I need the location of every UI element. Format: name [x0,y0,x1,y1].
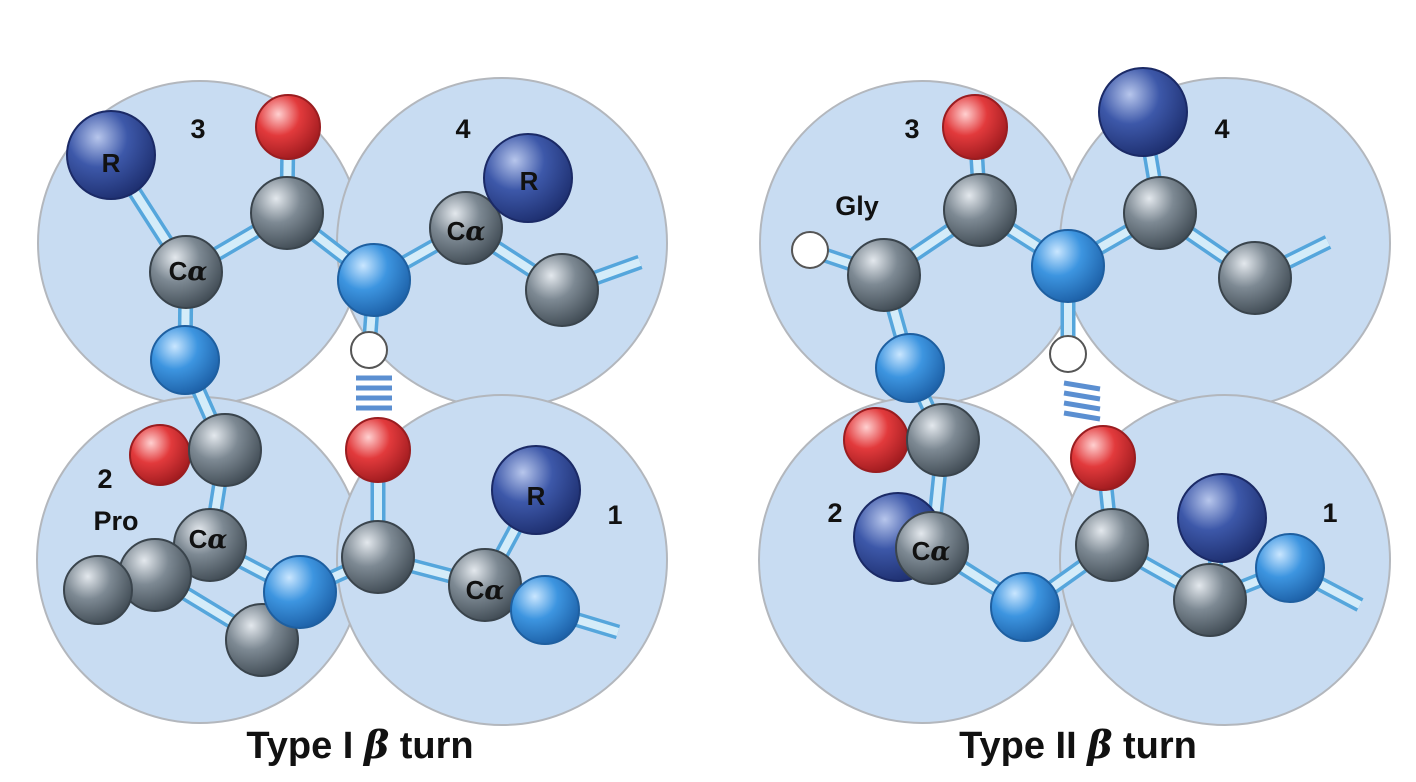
type-2-atom-c3 [943,173,1017,247]
type-2-atom-h0 [791,231,829,269]
residue-number-3: 3 [904,114,919,144]
type-2-hydrogen-bond-dash [1063,380,1101,392]
type-2-atom-ca3 [847,238,921,312]
type-2-atom-c2 [906,403,980,477]
side-chain-r-label-1: R [527,481,546,511]
residue-number-2: 2 [827,498,842,528]
type-2-atom-ca1 [1173,563,1247,637]
type-1-atom-c3 [250,176,324,250]
c-alpha-label-1: Cα [466,575,505,606]
type-1-atom-c2 [188,413,262,487]
type-2-atom-r4 [1098,67,1188,157]
type-1-atom-c4 [525,253,599,327]
type-1-atom-ca4 [429,191,503,265]
type-1-atom-o3 [255,94,321,160]
type-1-atom-r1 [491,445,581,535]
type-2-atom-o3 [942,94,1008,160]
c-alpha-label-4: Cα [447,216,486,247]
c-alpha-label-3: Cα [169,256,208,287]
residue-number-4: 4 [1214,114,1229,144]
type-2-atom-n2 [875,333,945,403]
type-1-atom-o1 [345,417,411,483]
type-2-atom-o1 [1070,425,1136,491]
type-1-atom-n1 [263,555,337,629]
side-chain-r-label-3: R [102,148,121,178]
residue-number-3: 3 [190,114,205,144]
type-1-caption: Type I β turn [246,722,474,767]
c-alpha-label-2: Cα [189,524,228,555]
residue-number-4: 4 [455,114,470,144]
type-2-atom-ca2 [895,511,969,585]
type-1-atom-c1 [341,520,415,594]
residue-number-1: 1 [1322,498,1337,528]
type-2-atom-ca4 [1123,176,1197,250]
c-alpha-label-2: Cα [912,536,951,567]
type-1-atom-n2 [150,325,220,395]
type-2-caption: Type II β turn [959,722,1197,767]
type-2-atom-nn [1255,533,1325,603]
side-chain-r-label-4: R [520,166,539,196]
type-2-hydrogen-bond-dash [1063,400,1101,412]
atoms [63,67,1325,677]
type-2-atom-h3 [1049,335,1087,373]
type-1-labels: 3 4 2 1 Pro R R R Cα Cα Cα Cα [93,114,622,606]
type-1-atom-nn [510,575,580,645]
type-1-atom-cp1 [63,555,133,625]
residue-number-1: 1 [607,500,622,530]
type-2-atom-r1 [1177,473,1267,563]
type-1-atom-ca3 [149,235,223,309]
type-1-atom-r3 [66,110,156,200]
hydrogen-bonds [356,375,1101,422]
type-2-atom-n3 [1031,229,1105,303]
type-1-atom-r4 [483,133,573,223]
type-2-hydrogen-bond-dash [1063,410,1101,422]
residue-number-2: 2 [97,464,112,494]
type-2-atom-n1 [990,572,1060,642]
type-2-atom-o2 [843,407,909,473]
type-1-atom-n3 [337,243,411,317]
type-2-atom-c4 [1218,241,1292,315]
glycine-label: Gly [835,191,879,221]
type-2-atom-c1 [1075,508,1149,582]
proline-label: Pro [93,506,138,536]
type-1-atom-h3 [350,331,388,369]
type-1-atom-o2 [129,424,191,486]
type-2-hydrogen-bond-dash [1063,390,1101,402]
type-2-labels: 3 4 2 1 Gly Cα [827,114,1337,567]
